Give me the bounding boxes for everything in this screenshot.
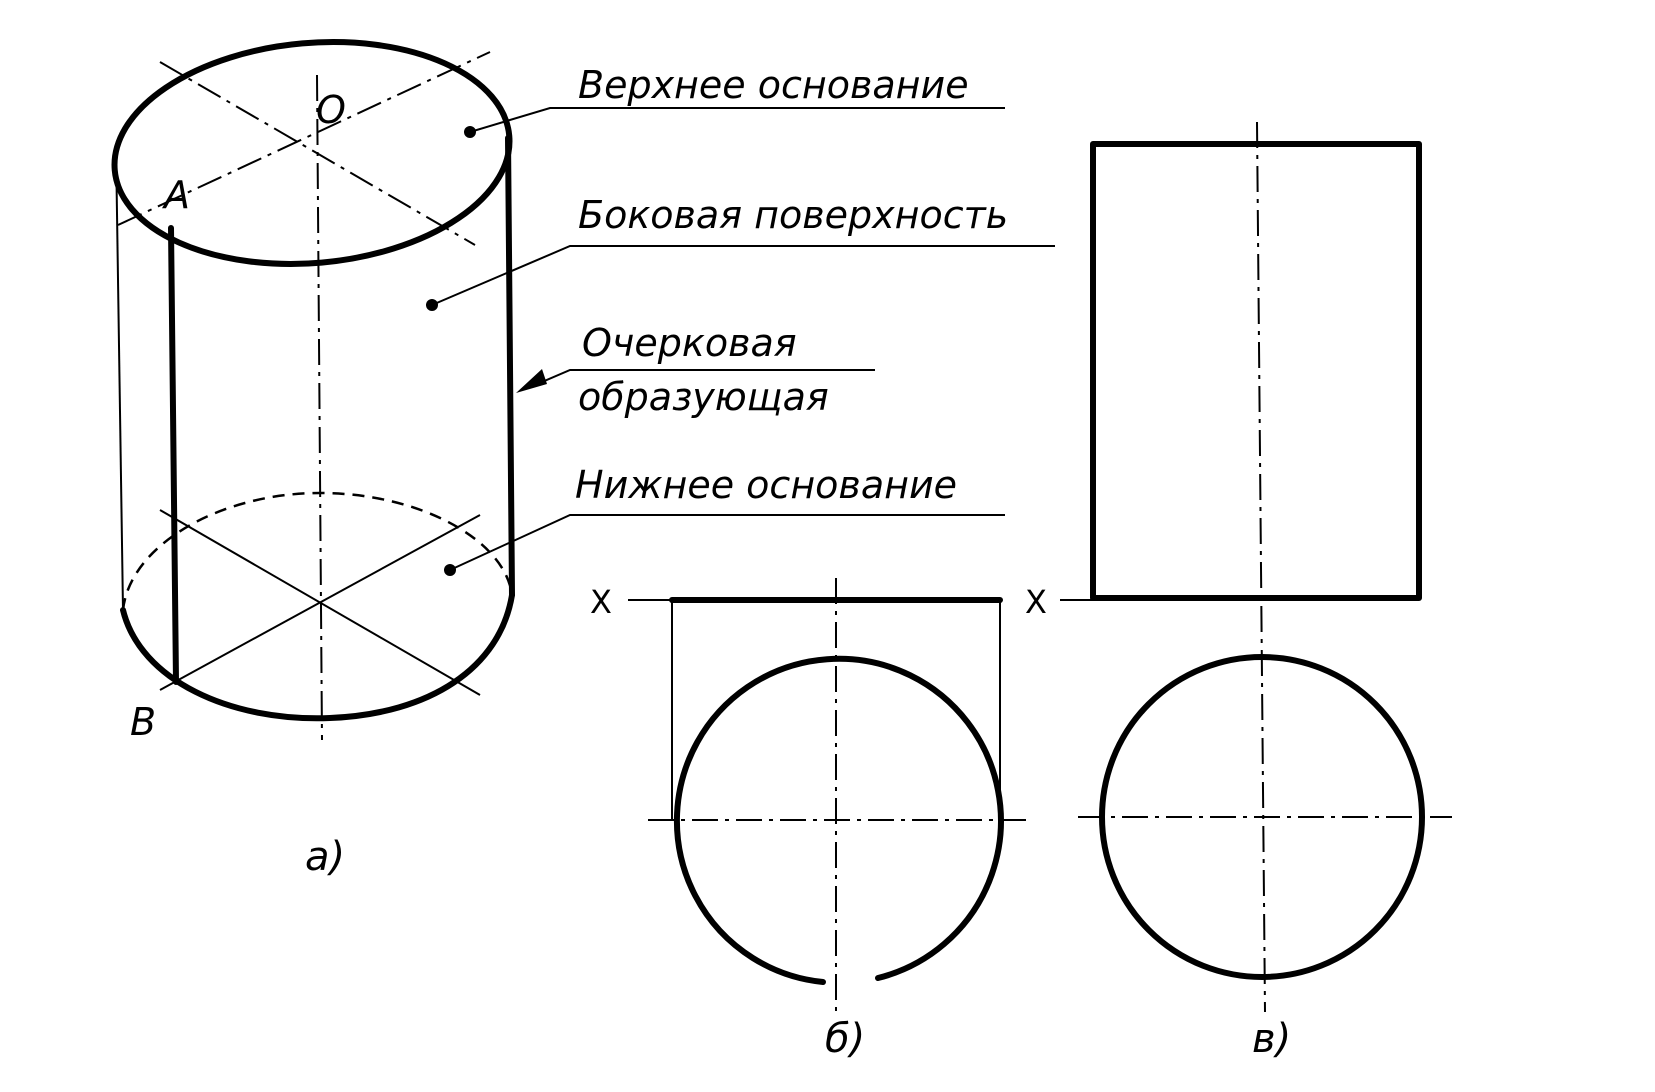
bottom-base-leader [449, 514, 1005, 571]
caption-v: в) [1252, 1016, 1291, 1062]
cylinder-axis [316, 74, 323, 741]
top-base-leader [469, 107, 1005, 133]
outline-generatrix-callout-line1: Очерковая [582, 321, 797, 365]
figure-a-cylinder: O A B Верхнее основание Боковая поверхно… [111, 39, 1055, 880]
bottom-base-front-arc [120, 592, 515, 722]
figure-b-projection: X б) [590, 578, 1028, 1062]
bottom-base-hidden-arc [121, 491, 514, 611]
point-a-label: A [161, 173, 190, 217]
axis-x-label-v: X [1025, 583, 1047, 621]
outline-generatrix-callout-line2: образующая [578, 375, 829, 419]
generatrix-ab [168, 225, 179, 685]
figure-v-projection: X в) [1025, 121, 1452, 1062]
base-circle-b [673, 655, 1004, 985]
caption-a: а) [305, 834, 345, 880]
outline-generatrix-arrowhead [516, 369, 547, 393]
point-b-label: B [130, 700, 156, 744]
vertical-centerline-v [1256, 121, 1266, 1013]
top-base-ellipse [111, 39, 513, 267]
lateral-surface-callout: Боковая поверхность [578, 193, 1008, 237]
bottom-base-callout: Нижнее основание [575, 463, 957, 507]
bottom-base-axis-2 [159, 514, 481, 691]
top-base-axis-2 [117, 51, 491, 226]
caption-b: б) [825, 1016, 865, 1062]
axis-x-label-b: X [590, 583, 612, 621]
left-outline-generatrix [115, 146, 124, 611]
point-o-label: O [316, 88, 346, 132]
top-base-callout: Верхнее основание [578, 63, 969, 107]
lateral-surface-leader [431, 245, 1055, 306]
right-outline-generatrix [505, 135, 515, 598]
front-view-rectangle-v [1090, 141, 1422, 601]
